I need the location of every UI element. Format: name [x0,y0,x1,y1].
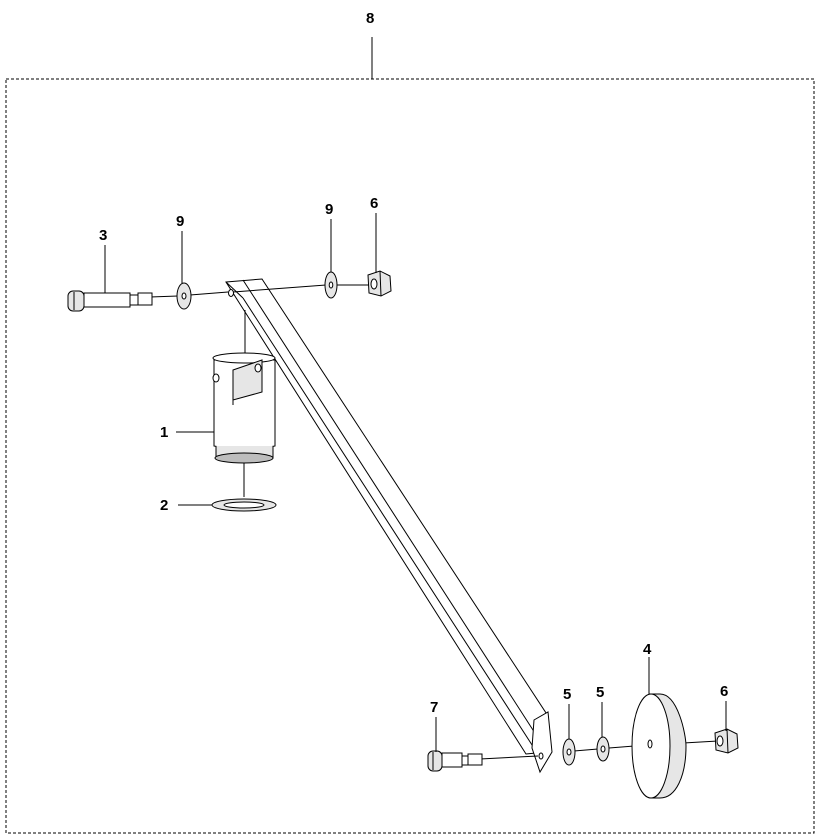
callout-5-b: 5 [596,684,604,701]
washer-small-b: 5 [596,684,610,762]
pivot-block: 1 [160,310,276,464]
nut-bottom: 6 [714,683,739,754]
arm-bar [225,278,553,774]
callout-4: 4 [643,641,652,658]
callout-8: 8 [366,10,374,27]
washer-top-right: 9 [324,201,338,299]
callout-9-left: 9 [176,213,184,230]
callout-3: 3 [99,227,107,244]
callout-7: 7 [430,699,438,716]
callout-6-bottom: 6 [720,683,728,700]
bottom-fastener-line [479,740,719,760]
cap-screw-top: 3 [67,227,153,312]
washer-top-left: 9 [176,213,192,310]
callout-1: 1 [160,424,168,441]
assembly-boundary: 8 [5,10,815,834]
callout-9-right: 9 [325,201,333,218]
washer-large: 2 [160,463,277,514]
callout-5-a: 5 [563,686,571,703]
disc-weight: 4 [631,641,687,799]
top-fastener-line [149,284,372,298]
nut-top: 6 [367,195,392,297]
callout-6-top: 6 [370,195,378,212]
washer-small-a: 5 [562,686,576,766]
callout-2: 2 [160,497,168,514]
cap-screw-bottom: 7 [427,699,483,772]
